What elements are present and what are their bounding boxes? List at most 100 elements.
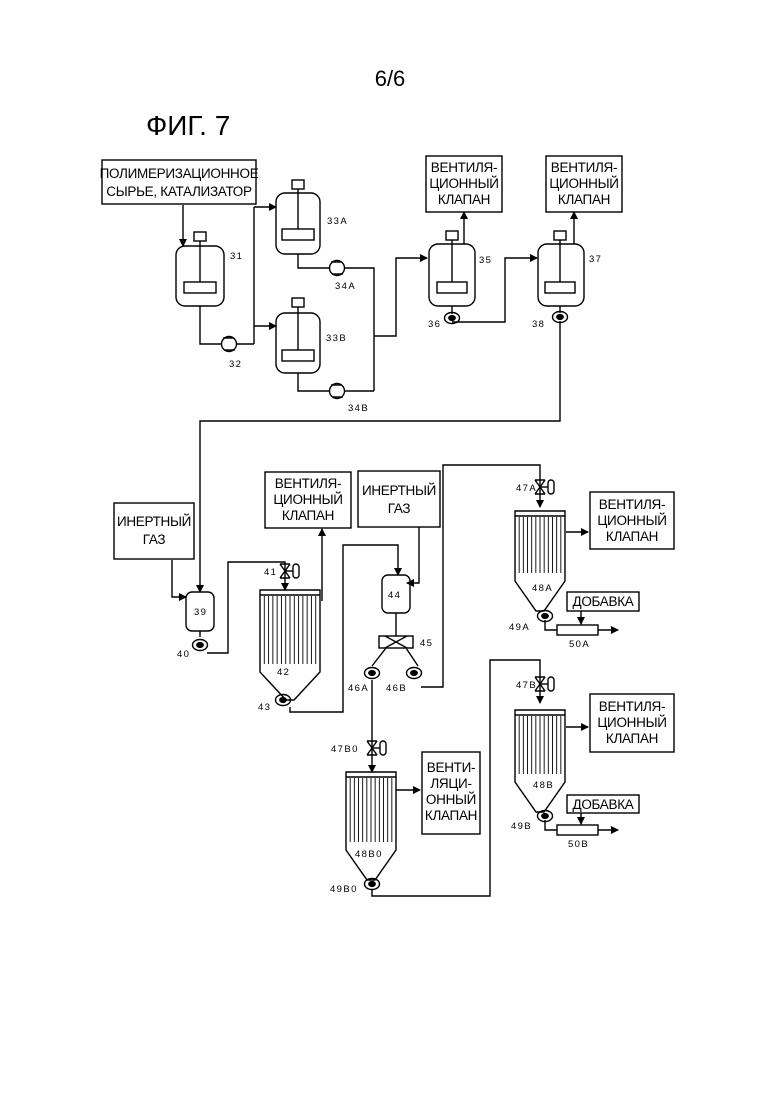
reactor-35: [429, 231, 475, 306]
vent-box-48b-line1: ВЕНТИЛЯ-: [599, 699, 665, 714]
ref-32: 32: [229, 359, 242, 370]
ref-35: 35: [479, 255, 492, 266]
inert-gas-box-39-line2: ГАЗ: [143, 532, 166, 547]
vent-box-42-line1: ВЕНТИЛЯ-: [275, 476, 341, 491]
feed-box-line1: ПОЛИМЕРИЗАЦИОННОЕ: [100, 166, 259, 181]
ref-49a: 49A: [509, 622, 530, 633]
ref-50a: 50A: [569, 639, 590, 650]
line-38-to-39: [200, 321, 560, 592]
vent-box-42-line2: ЦИОННЫЙ: [273, 492, 342, 507]
rotary-valve-46a: [365, 668, 380, 679]
ref-38: 38: [532, 319, 545, 330]
silo-48a: [515, 511, 565, 611]
inert-gas-box-44: [358, 471, 440, 527]
vent-box-48a-line2: ЦИОННЫЙ: [597, 513, 666, 528]
vent-box-48a-line3: КЛАПАН: [606, 529, 658, 544]
ref-49b: 49B: [511, 821, 532, 832]
ref-45: 45: [420, 638, 433, 649]
vent-box-42-line3: КЛАПАН: [282, 508, 334, 523]
valve-47b: [535, 677, 554, 691]
ref-48a: 48A: [532, 583, 553, 594]
inert-gas-box-44-line2: ГАЗ: [388, 501, 411, 516]
line-31-to-32: [200, 306, 222, 344]
vent-box-35-line2: ЦИОННЫЙ: [429, 176, 498, 191]
valve-47b0: [367, 741, 386, 755]
pump-32: [222, 337, 237, 352]
inert-gas-box-44-line1: ИНЕРТНЫЙ: [362, 483, 436, 498]
line-33a-to-34a: [298, 254, 329, 268]
reference-numbers: 31 32 33A 33B 34A 34B 35 36 37 38 39 40 …: [177, 216, 602, 895]
silo-48b0: [346, 772, 396, 880]
inert-gas-box-39: [114, 503, 194, 559]
line-inert-to-44: [407, 527, 419, 583]
vent-box-37-line1: ВЕНТИЛЯ-: [551, 160, 617, 175]
line-45-to-46b: [406, 648, 418, 666]
valve-47a: [535, 480, 554, 494]
small-vessels: [186, 575, 410, 631]
pump-34a: [330, 261, 345, 276]
line-36-to-37: [452, 258, 537, 322]
reactor-37: [538, 231, 584, 306]
ref-41: 41: [264, 567, 277, 578]
ref-33a: 33A: [327, 216, 348, 227]
ref-36: 36: [428, 319, 441, 330]
mixer-50a: [557, 625, 598, 635]
ref-47b0: 47B0: [331, 744, 359, 755]
mixer-50b: [557, 825, 598, 835]
ref-48b0: 48B0: [355, 849, 383, 860]
inert-gas-box-39-line1: ИНЕРТНЫЙ: [117, 514, 191, 529]
pumps: [222, 261, 345, 399]
diverter-valve-45: [379, 636, 413, 648]
rotary-valve-46b: [407, 668, 422, 679]
pump-34b: [330, 384, 345, 399]
line-inert-to-39: [172, 560, 186, 597]
vent-box-48b0-line3: ОННЫЙ: [426, 792, 476, 807]
ref-42: 42: [277, 667, 290, 678]
ref-34b: 34B: [348, 403, 369, 414]
vent-box-48b0-line1: ВЕНТИ-: [427, 760, 475, 775]
rotary-valve-49a: [538, 611, 553, 622]
vent-box-48b0-line2: ЛЯЦИ-: [430, 776, 471, 791]
flow-lines: [172, 205, 618, 896]
vent-box-35-line1: ВЕНТИЛЯ-: [431, 160, 497, 175]
vent-box-37-line3: КЛАПАН: [558, 192, 610, 207]
rotary-valve-40: [193, 640, 208, 651]
ref-33b: 33B: [326, 333, 347, 344]
ref-49b0: 49B0: [330, 884, 358, 895]
vent-box-37-line2: ЦИОННЫЙ: [549, 176, 618, 191]
feed-box-line2: СЫРЬЕ, КАТАЛИЗАТОР: [106, 184, 252, 199]
ref-37: 37: [589, 254, 602, 265]
line-46b-to-48a: [421, 465, 540, 687]
ref-39: 39: [194, 607, 207, 618]
vent-box-48b0-line4: КЛАПАН: [425, 808, 477, 823]
vent-box-35-line3: КЛАПАН: [438, 192, 490, 207]
line-to-35: [374, 258, 427, 336]
vent-box-48b-line2: ЦИОННЫЙ: [597, 715, 666, 730]
ref-47a: 47A: [516, 483, 537, 494]
ref-47b: 47B: [516, 680, 537, 691]
silo-48b: [515, 710, 565, 812]
ref-44: 44: [388, 590, 401, 601]
additive-box-b-label: ДОБАВКА: [573, 797, 634, 812]
ref-40: 40: [177, 649, 190, 660]
label-boxes: ПОЛИМЕРИЗАЦИОННОЕ СЫРЬЕ, КАТАЛИЗАТОР ВЕН…: [100, 156, 674, 834]
line-33b-to-34b: [298, 373, 329, 391]
ref-46b: 46B: [386, 683, 407, 694]
ref-48b: 48B: [533, 780, 554, 791]
reactor-33b: [276, 298, 320, 373]
reactor-33a: [276, 180, 320, 254]
ref-50b: 50B: [568, 839, 589, 850]
ref-43: 43: [258, 702, 271, 713]
ref-34a: 34A: [335, 281, 356, 292]
ref-46a: 46A: [348, 683, 369, 694]
additive-box-a-label: ДОБАВКА: [573, 594, 634, 609]
vent-box-48b-line3: КЛАПАН: [606, 731, 658, 746]
silo-42: [260, 590, 320, 700]
rotary-valves: [193, 312, 568, 890]
ref-31: 31: [230, 251, 243, 262]
vent-box-48a-line1: ВЕНТИЛЯ-: [599, 497, 665, 512]
valve-41: [280, 564, 299, 578]
rotary-valve-49b: [538, 811, 553, 822]
